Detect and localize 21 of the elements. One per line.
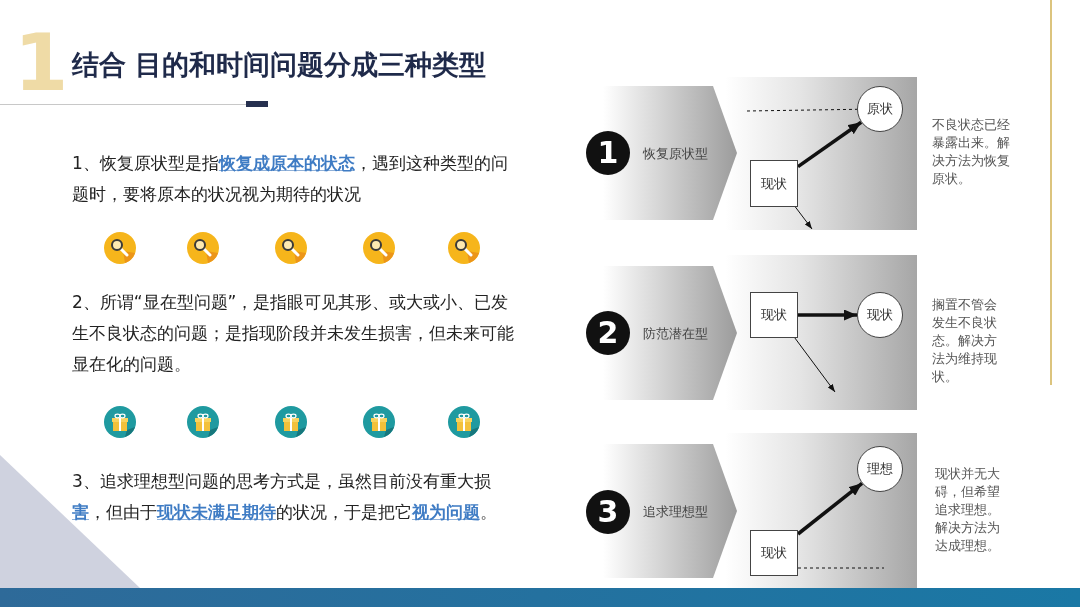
- arrow: [794, 337, 836, 393]
- number-circle: 1: [586, 131, 630, 175]
- description-text: 现状并无大碍，但希望追求理想。解决方法为达成理想。: [935, 465, 1001, 555]
- number-circle: 2: [586, 311, 630, 355]
- paragraph-text: 3、追求理想型问题的思考方式是，虽然目前没有重大损害，但由于现状未满足期待的状况，于是把它视为问题。: [72, 470, 498, 524]
- arrow: [798, 309, 857, 321]
- paragraph-text: 2、所谓“显在型问题”，是指眼可见其形、或大或小、已发生不良状态的问题；是指现阶段并未发生损害，但未来可能显在化的问题。: [72, 291, 515, 376]
- arrow: [794, 206, 813, 230]
- description-text: 搁置不管会发生不良状态。解决方法为维持现状。: [932, 296, 998, 386]
- section-number: 1: [14, 24, 69, 102]
- description-text: 不良状态已经暴露出来。解决方法为恢复原状。: [932, 116, 1011, 188]
- paragraph-text: 1、恢复原状型是指恢复成原本的状态，遇到这种类型的问题时，要将原本的状况视为期待的状况: [72, 152, 509, 206]
- state-box: 现状: [750, 160, 798, 207]
- number-circle: 3: [586, 490, 630, 534]
- arrow: [796, 120, 863, 169]
- slide-title: 结合 目的和时间问题分成三种类型: [72, 48, 487, 82]
- arrow: [796, 481, 864, 536]
- state-box: 现状: [750, 530, 798, 576]
- dashed-line: [797, 567, 885, 569]
- state-box: 现状: [750, 292, 798, 338]
- dashed-line: [746, 108, 858, 112]
